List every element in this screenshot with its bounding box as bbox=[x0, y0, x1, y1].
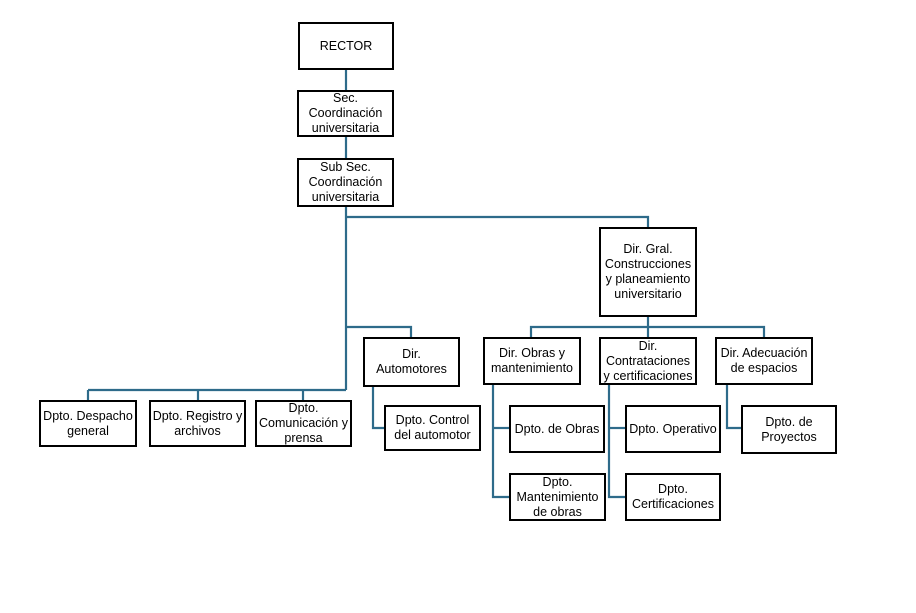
node-label-line: Dpto. Registro y bbox=[152, 408, 243, 423]
node-label-line: Dpto. bbox=[542, 474, 573, 489]
connector-contrataciones-children bbox=[607, 385, 625, 499]
connector-trunk-automotores bbox=[346, 325, 413, 337]
node-label-line: Automotores bbox=[376, 362, 447, 376]
node-label-line: Mantenimiento bbox=[516, 489, 599, 504]
node-label-line: universitaria bbox=[311, 190, 380, 204]
node-rector: RECTOR bbox=[298, 22, 394, 70]
node-label-line: Dir. bbox=[402, 347, 421, 361]
node-label-line: Dir. Adecuación bbox=[720, 346, 808, 360]
node-label-line: Comunicación y bbox=[259, 416, 348, 430]
node-label-line: prensa bbox=[284, 431, 323, 445]
node-label-line: de espacios bbox=[730, 361, 798, 375]
node-label-line: y planeamiento bbox=[605, 272, 691, 286]
node-label-line: Dpto. bbox=[658, 482, 688, 496]
node-dpto-certificaciones: Dpto.Certificaciones bbox=[625, 473, 721, 521]
node-label-line: Dir. Gral. bbox=[623, 242, 673, 256]
node-label-line: archivos bbox=[174, 423, 221, 438]
node-label-line: mantenimiento bbox=[491, 361, 573, 375]
node-label-line: Dpto. de Obras bbox=[514, 421, 600, 436]
node-label-line: Proyectos bbox=[761, 429, 817, 444]
node-label-line: Dpto. de bbox=[765, 414, 813, 429]
node-dpto-obras: Dpto. de Obras bbox=[509, 405, 605, 453]
node-label-line: Dpto. Despacho bbox=[43, 408, 133, 423]
connector-adecuacion-proyectos bbox=[725, 385, 741, 430]
node-label-line: Construcciones bbox=[604, 257, 692, 271]
node-label-line: Sec. bbox=[332, 91, 358, 105]
node-label-line: universitaria bbox=[311, 121, 380, 135]
node-label-line: de obras bbox=[533, 504, 582, 519]
node-label-line: Contrataciones bbox=[605, 353, 691, 368]
node-label-line: y certificaciones bbox=[603, 368, 693, 383]
node-label-line: universitario bbox=[614, 287, 682, 301]
node-label-line: Coordinación bbox=[308, 175, 383, 189]
node-label-line: general bbox=[67, 423, 109, 438]
node-label-line: Coordinación bbox=[308, 106, 383, 120]
node-label-line: Dir. Obras y bbox=[499, 346, 565, 360]
node-label-line: RECTOR bbox=[319, 38, 373, 53]
connector-automotores-control bbox=[371, 387, 384, 430]
node-label-line: Dpto. Operativo bbox=[629, 421, 717, 436]
connector-trunk-dirgral bbox=[346, 215, 650, 227]
connector-obras-children bbox=[491, 385, 509, 499]
node-dir-automotores: Dir.Automotores bbox=[363, 337, 460, 387]
node-label-line: Dpto. Control bbox=[395, 413, 470, 427]
node-label-line: Certificaciones bbox=[632, 497, 714, 511]
node-label-line: Dpto. bbox=[288, 401, 319, 415]
node-label-line: Sub Sec. bbox=[320, 160, 371, 174]
node-label-line: Dir. bbox=[638, 338, 658, 353]
node-dpto-operativo: Dpto. Operativo bbox=[625, 405, 721, 453]
node-label-line: del automotor bbox=[394, 428, 471, 442]
